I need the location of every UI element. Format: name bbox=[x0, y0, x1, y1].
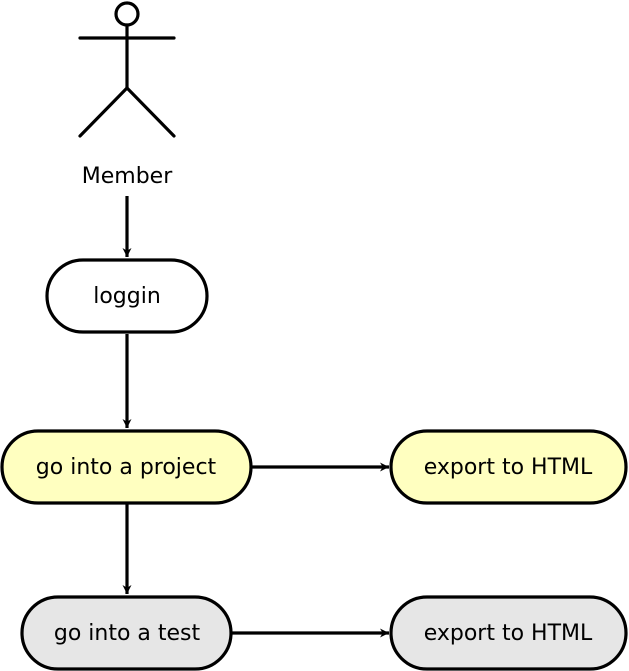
node-export-test: export to HTML bbox=[389, 595, 628, 671]
node-export-project-shape bbox=[389, 429, 628, 505]
node-loggin-label: loggin bbox=[93, 284, 161, 309]
node-project-label: go into a project bbox=[36, 455, 217, 480]
actor-head bbox=[114, 1, 140, 27]
node-loggin: loggin bbox=[45, 258, 209, 334]
connectors bbox=[122, 196, 389, 638]
node-test-label: go into a test bbox=[54, 621, 201, 646]
node-export-test-shape bbox=[389, 595, 628, 671]
node-export-project: export to HTML bbox=[389, 429, 628, 505]
actor-left-leg bbox=[78, 86, 129, 138]
actor-label: Member bbox=[82, 164, 173, 189]
node-test-shape bbox=[20, 595, 233, 671]
node-test: go into a test bbox=[20, 595, 233, 671]
node-project: go into a project bbox=[0, 429, 253, 505]
node-loggin-shape bbox=[45, 258, 209, 334]
node-export-test-label: export to HTML bbox=[424, 621, 593, 646]
member-actor: Member bbox=[78, 1, 176, 189]
actor-right-leg bbox=[125, 86, 176, 138]
node-project-shape bbox=[0, 429, 253, 505]
stick-figure-icon bbox=[78, 1, 176, 138]
node-export-project-label: export to HTML bbox=[424, 455, 593, 480]
